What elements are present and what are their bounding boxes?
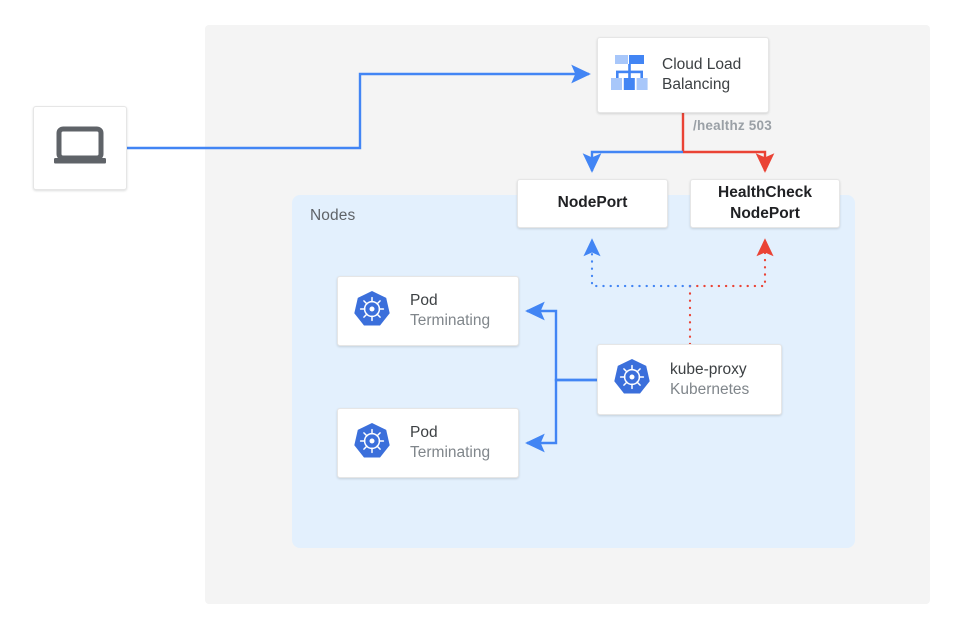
pod-2-label-group: Pod Terminating [410,423,490,463]
cloud-load-balancing-label-group: Cloud Load Balancing [662,55,741,95]
nodeport-card[interactable]: NodePort [517,179,668,228]
healthcheck-nodeport-card[interactable]: HealthCheck NodePort [690,179,840,228]
pod-2-status: Terminating [410,444,491,461]
pod-1-label-group: Pod Terminating [410,291,490,331]
nodes-panel-label: Nodes [310,207,356,224]
nodeport-label: NodePort [557,194,628,212]
kubernetes-icon [612,357,652,402]
pod-2-card[interactable]: Pod Terminating [337,408,519,478]
kube-proxy-card[interactable]: kube-proxy Kubernetes [597,344,782,415]
healthcheck-nodeport-line-1: HealthCheck [718,184,812,202]
healthcheck-nodeport-label-group: HealthCheck NodePort [718,183,812,223]
kube-proxy-label-group: kube-proxy Kubernetes [670,360,749,400]
cloud-load-balancing-card[interactable]: Cloud Load Balancing [597,37,769,113]
pod-1-card[interactable]: Pod Terminating [337,276,519,346]
kube-proxy-title: kube-proxy [670,360,747,378]
kubernetes-icon [352,289,392,334]
pod-1-status: Terminating [410,312,491,329]
kube-proxy-subtitle: Kubernetes [670,380,750,398]
cloud-load-balancing-line-2: Balancing [662,76,731,93]
laptop-icon [52,125,108,172]
client-device-card[interactable] [33,106,127,190]
healthz-status-label: /healthz 503 [693,118,772,133]
cloud-load-balancing-icon [608,53,652,98]
pod-1-title: Pod [410,292,438,310]
kubernetes-icon [352,421,392,466]
healthcheck-nodeport-line-2: NodePort [730,204,800,222]
pod-2-title: Pod [410,424,438,442]
cloud-load-balancing-line-1: Cloud Load [662,56,742,74]
nodeport-label-group: NodePort [558,193,628,213]
